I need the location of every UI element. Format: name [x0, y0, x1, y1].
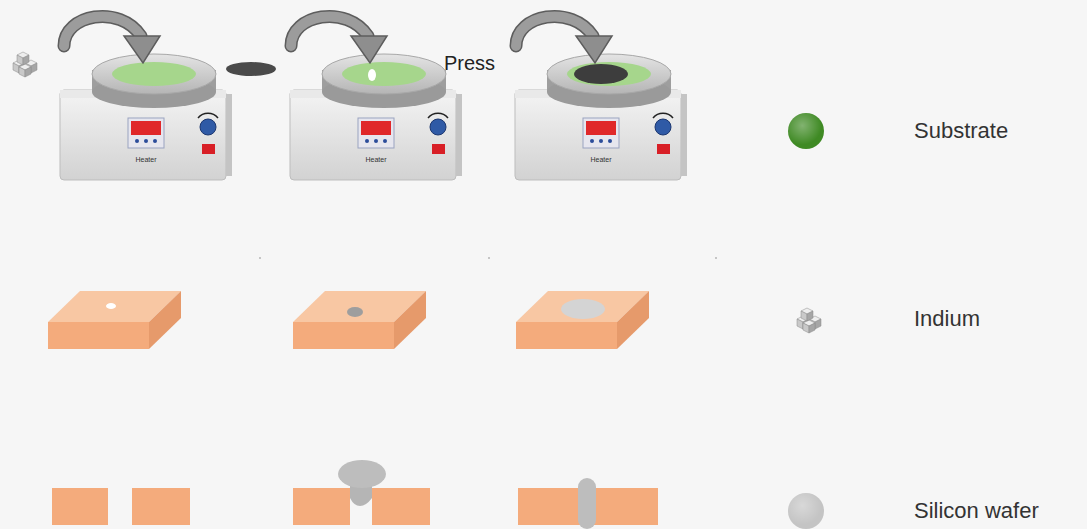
indium-melt: [347, 307, 363, 317]
dot: [715, 257, 717, 259]
device-label: Heater: [363, 156, 389, 163]
process-arrow: [64, 16, 160, 63]
legend-label: Indium: [914, 306, 980, 332]
dot: [259, 257, 261, 259]
indium-fill: [350, 486, 372, 506]
legend-swatch: [788, 493, 824, 529]
indium-cap: [338, 460, 386, 488]
silicon-wafer: [561, 299, 605, 319]
step-label: Press: [444, 52, 495, 75]
process-arrow: [291, 16, 387, 63]
indium-plug: [578, 478, 596, 529]
process-arrow: [516, 16, 612, 63]
substrate-slab: [293, 291, 426, 349]
silicon-wafer: [574, 64, 628, 84]
heater-body: Heater: [363, 156, 389, 165]
legend-swatch: [788, 113, 824, 149]
substrate-section: [132, 488, 190, 525]
indium-icon: [13, 52, 37, 77]
heater-body: Heater: [133, 156, 159, 165]
hot-plate: [60, 54, 232, 180]
indium-dot: [368, 69, 376, 81]
substrate: [567, 62, 651, 86]
hot-plate: [290, 54, 462, 180]
substrate-section: [372, 488, 430, 525]
legend-label: Substrate: [914, 118, 1008, 144]
device-label: Heater: [133, 156, 159, 163]
substrate-slab: [48, 291, 181, 349]
silicon-wafer: [226, 62, 276, 76]
legend-indium-icon: [797, 308, 821, 333]
indium-dot: [106, 303, 116, 309]
substrate: [342, 62, 426, 86]
device-label: Heater: [588, 156, 614, 163]
hot-plate: [515, 54, 687, 180]
legend-label: Silicon wafer: [914, 498, 1039, 524]
substrate-slab: [516, 291, 649, 349]
heater-body: Heater: [588, 156, 614, 165]
substrate-section: [293, 488, 350, 525]
dot: [488, 257, 490, 259]
substrate: [112, 62, 196, 86]
substrate-section: [52, 488, 108, 525]
